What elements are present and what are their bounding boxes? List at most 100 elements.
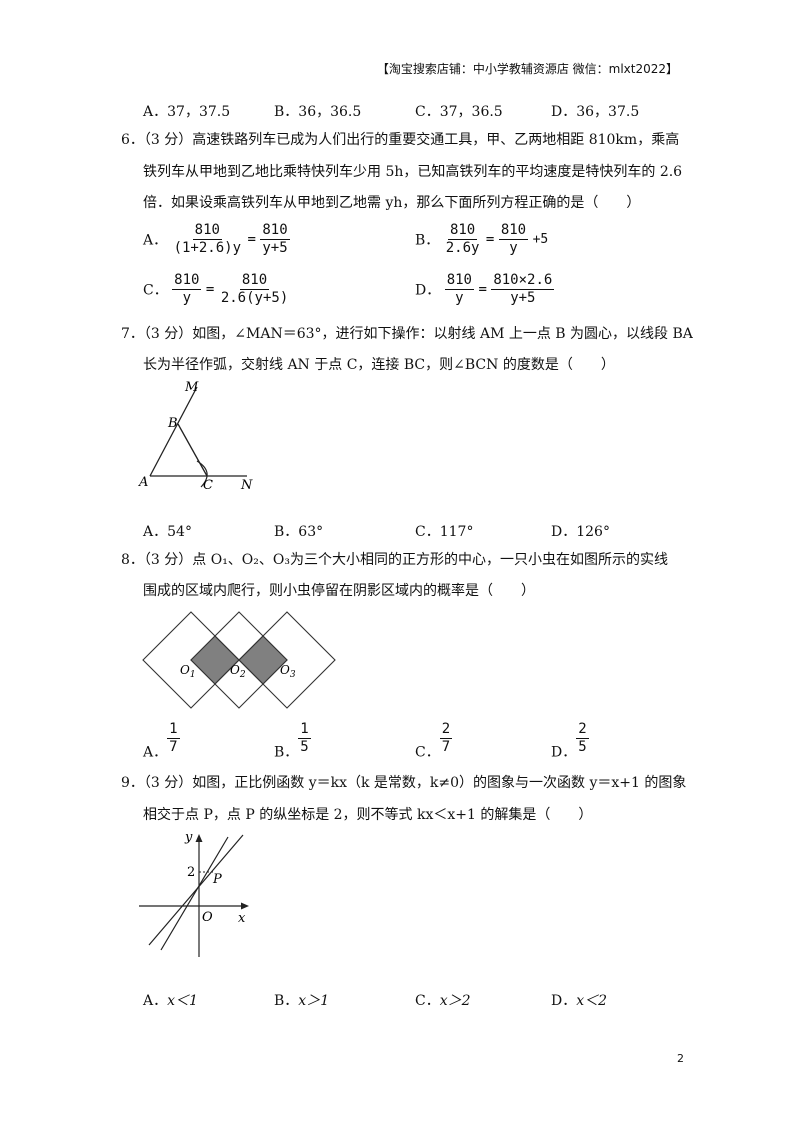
q7-option-d[interactable]: D．126°	[551, 521, 610, 541]
option-letter: A．	[143, 524, 168, 540]
arc-mark	[196, 460, 208, 488]
option-text: 54°	[167, 524, 192, 540]
label-o1: O1	[180, 663, 196, 680]
q7-option-a[interactable]: A．54°	[143, 521, 192, 541]
label-x: x	[238, 911, 246, 926]
denominator: 2.6(y+5)	[220, 290, 289, 306]
option-text: 126°	[576, 524, 610, 540]
option-letter: C．	[415, 104, 440, 120]
option-letter: C．	[415, 993, 440, 1009]
label-y: y	[184, 830, 193, 845]
x-axis-arrow-icon	[241, 902, 249, 910]
q6-stem-line3: 倍．如果设乘高铁列车从甲地到乙地需 yh，那么下面所列方程正确的是（ ）	[143, 195, 641, 211]
option-letter: D．	[551, 524, 577, 540]
option-letter: A．	[143, 104, 168, 120]
equals-sign: =	[485, 231, 495, 248]
q5-option-c[interactable]: C．37，36.5	[415, 101, 503, 121]
fraction-left: 810(1+2.6)y	[172, 222, 243, 257]
denominator: 5	[578, 739, 587, 755]
denominator: y	[455, 290, 464, 306]
denominator: 7	[441, 739, 451, 755]
label-a: A	[138, 475, 148, 490]
q5-option-b[interactable]: B．36，36.5	[274, 101, 361, 121]
q8-stem-line2: 围成的区域内爬行，则小虫停留在阴影区域内的概率是（ ）	[143, 583, 535, 599]
label-p: P	[212, 872, 222, 887]
numerator: 1	[167, 721, 180, 739]
numerator: 810	[192, 222, 222, 240]
equals-sign: =	[478, 281, 487, 298]
numerator: 810	[260, 222, 290, 240]
option-text: x＞1	[298, 993, 330, 1009]
q9-option-a[interactable]: A．x＜1	[143, 990, 198, 1010]
q7-option-b[interactable]: B．63°	[274, 521, 323, 541]
label-origin: O	[202, 910, 213, 925]
option-letter: D．	[551, 993, 577, 1009]
denominator: 2.6y	[445, 240, 480, 256]
y-axis-arrow-icon	[195, 834, 203, 842]
option-text: 117°	[439, 524, 474, 540]
numerator: 810×2.6	[491, 272, 555, 290]
option-text: x＞2	[439, 993, 471, 1009]
label-b: B	[167, 416, 178, 431]
q9-option-b[interactable]: B．x＞1	[274, 990, 329, 1010]
denominator: 5	[300, 739, 309, 755]
numerator: 810	[172, 272, 202, 290]
page-header: 【淘宝搜索店铺：中小学教辅资源店 微信：mlxt2022】	[376, 62, 678, 76]
option-letter: B．	[274, 104, 299, 120]
option-letter: C．	[415, 744, 440, 761]
option-text: 63°	[298, 524, 324, 540]
option-letter: B．	[415, 232, 440, 249]
label-c: C	[203, 478, 213, 493]
q5-option-a[interactable]: A．37，37.5	[143, 101, 230, 121]
line-y-equals-kx	[160, 836, 229, 951]
option-letter: B．	[274, 744, 299, 761]
q9-stem-line2: 相交于点 P，点 P 的纵坐标是 2，则不等式 kx＜x+1 的解集是（ ）	[143, 807, 593, 823]
option-text: 36，36.5	[298, 104, 362, 120]
option-text: 36，37.5	[576, 104, 640, 120]
q6-stem-line1: 6．（3 分）高速铁路列车已成为人们出行的重要交通工具，甲、乙两地相距 810k…	[121, 132, 680, 148]
numerator: 810	[239, 272, 270, 290]
q9-stem-line1: 9．（3 分）如图，正比例函数 y＝kx（k 是常数，k≠0）的图象与一次函数 …	[121, 775, 687, 791]
option-text: x＜1	[167, 993, 198, 1009]
equals-sign: =	[205, 281, 215, 298]
option-letter: A．	[143, 993, 168, 1009]
q6-stem-line2: 铁列车从甲地到乙地比乘特快列车少用 5h，已知高铁列车的平均速度是特快列车的 2…	[143, 164, 683, 180]
numerator: 810	[447, 222, 478, 240]
option-letter: D．	[551, 104, 577, 120]
q9-option-d[interactable]: D．x＜2	[551, 990, 607, 1010]
option-letter: D．	[551, 744, 577, 761]
option-letter: B．	[274, 524, 299, 540]
page-number: 2	[677, 1052, 684, 1065]
denominator: y	[509, 240, 518, 256]
denominator: y	[182, 290, 192, 306]
option-letter: D．	[415, 282, 441, 299]
denominator: 7	[169, 739, 178, 755]
q7-option-c[interactable]: C．117°	[415, 521, 473, 541]
numerator: 2	[439, 721, 453, 739]
q9-option-c[interactable]: C．x＞2	[415, 990, 471, 1010]
q8-squares-figure: O1 O2 O3	[142, 611, 336, 709]
option-text: 37，37.5	[167, 104, 231, 120]
numerator: 1	[298, 721, 311, 739]
q5-option-d[interactable]: D．36，37.5	[551, 101, 639, 121]
option-letter: B．	[274, 993, 299, 1009]
option-text: 37，36.5	[439, 104, 503, 120]
